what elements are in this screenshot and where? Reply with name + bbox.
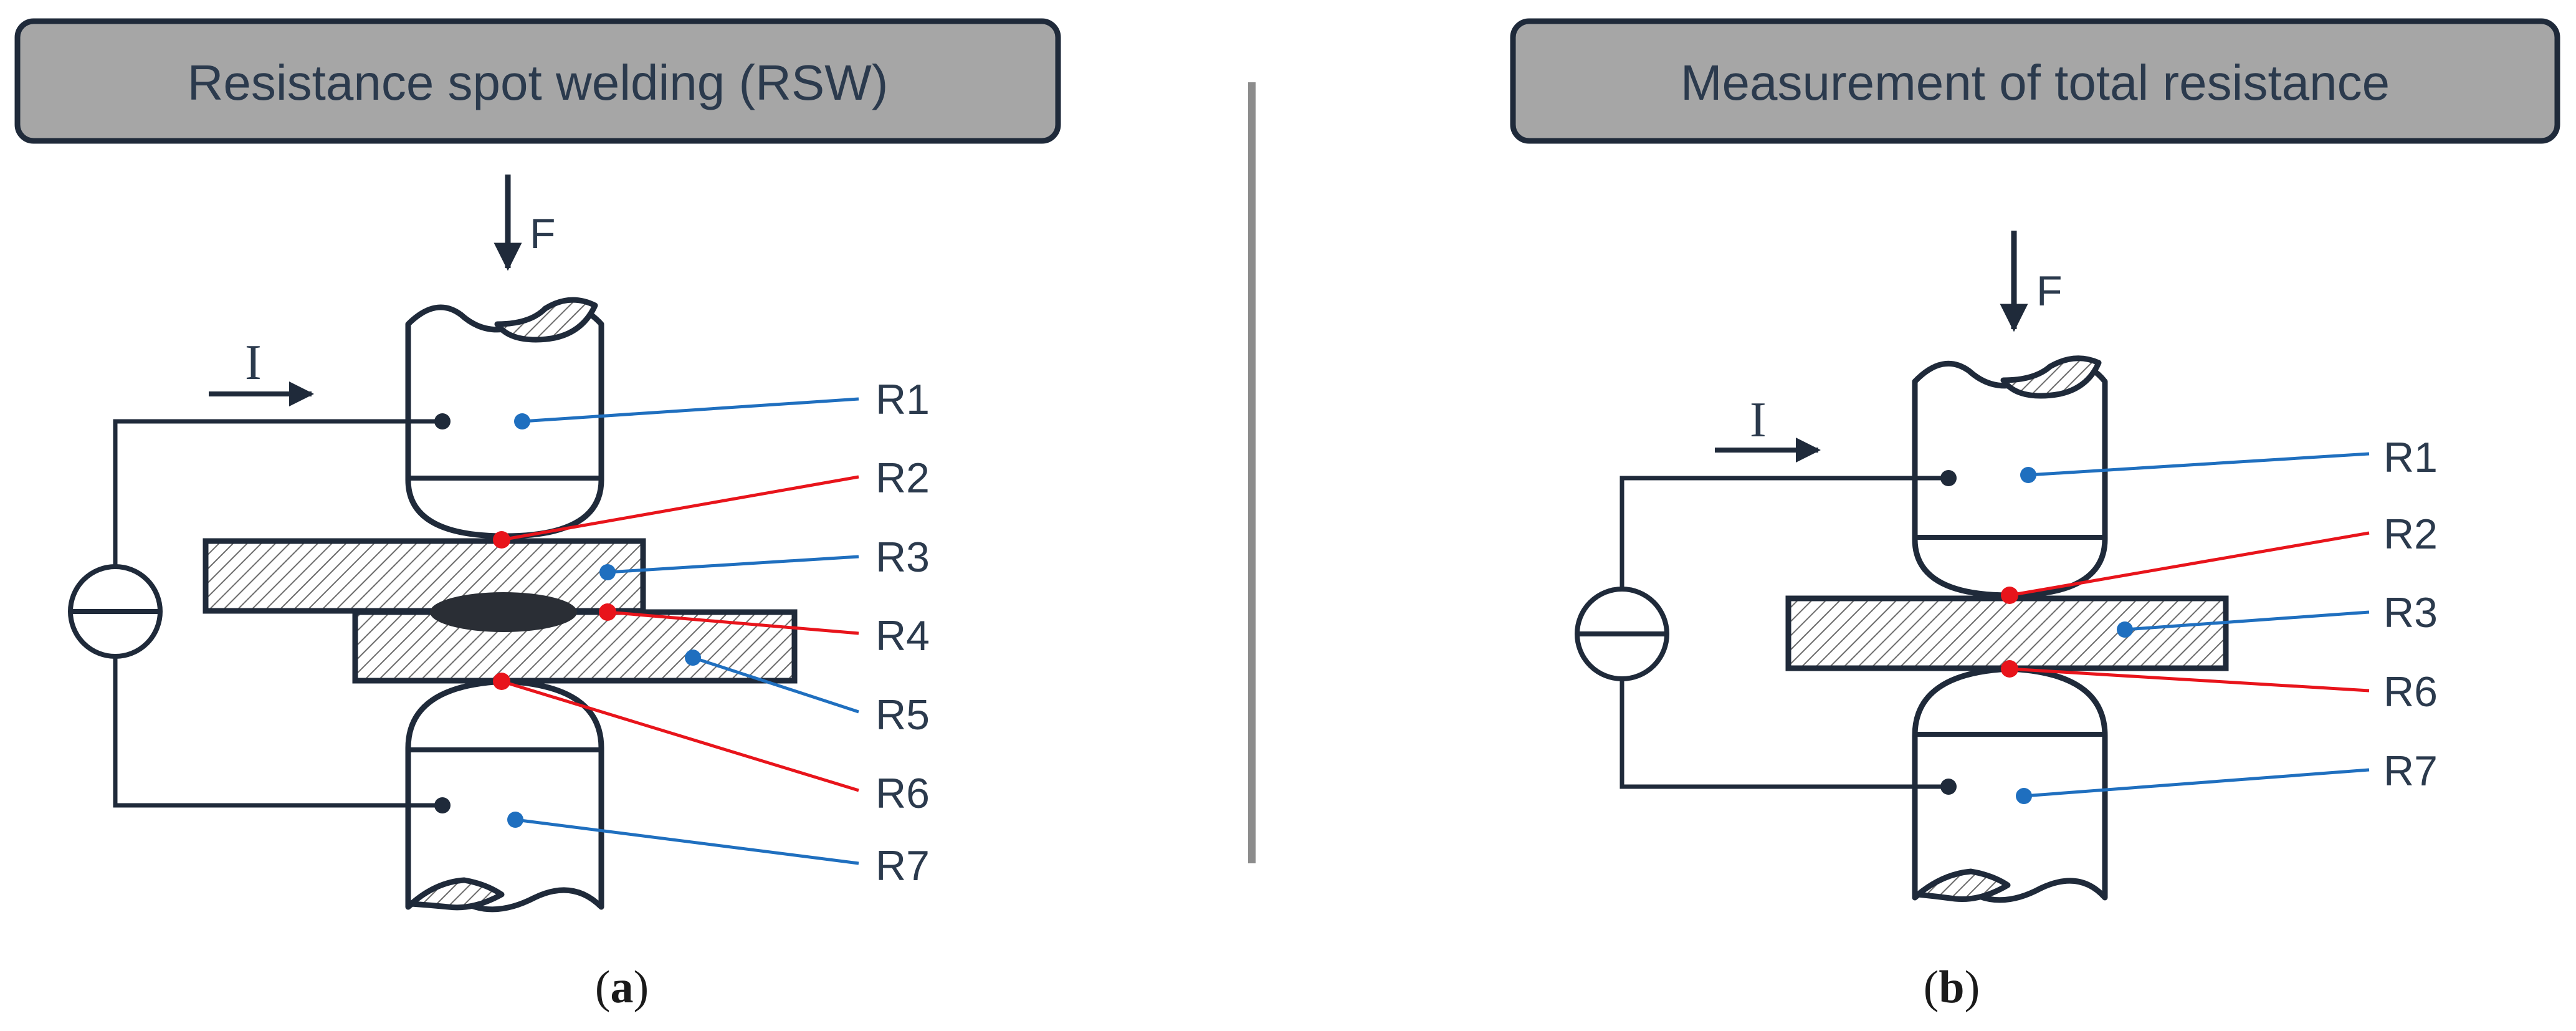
panel-b-wire-top (1620, 476, 1949, 597)
panel-b-dot-r6 (2001, 660, 2018, 678)
panel-b-lower-cut-hatch (1915, 868, 2011, 902)
panel-b-leader-r2 (2009, 531, 2370, 597)
panel-a-contact-bottom (434, 797, 451, 813)
panel-b: Measurement of total resistance F I (1510, 18, 2560, 1013)
panel-b-sheet (1785, 595, 2229, 671)
panel-a-dot-r4 (599, 603, 616, 621)
panel-a: Resistance spot welding (RSW) F I (14, 18, 1061, 1013)
panel-a-leader-r7 (515, 818, 859, 865)
panel-a-dot-r3 (599, 564, 616, 580)
panel-b-contact-bottom (1940, 779, 1957, 795)
panel-b-label-r1: R1 (2383, 434, 2438, 481)
panel-a-label-r1: R1 (875, 376, 930, 423)
panel-b-caption: (b) (1924, 962, 1980, 1013)
panel-b-lower-electrode (1912, 666, 2108, 903)
panel-b-dot-r7 (2016, 788, 2032, 804)
panel-a-upper-sheet (203, 538, 646, 614)
panel-b-leader-r1 (2028, 452, 2370, 477)
panel-a-wire-top (113, 419, 442, 575)
panel-b-contact-top (1940, 470, 1957, 486)
panel-b-leader-r7 (2023, 768, 2370, 798)
panel-a-label-r7: R7 (875, 842, 930, 890)
panel-a-header: Resistance spot welding (RSW) (14, 18, 1061, 144)
panel-b-label-r2: R2 (2383, 511, 2438, 558)
panel-b-force-label: F (2036, 267, 2063, 315)
panel-a-leader-r5 (692, 656, 859, 714)
panel-a-caption: (a) (595, 962, 649, 1013)
panel-a-title: Resistance spot welding (RSW) (188, 55, 889, 110)
panel-b-upper-cut-hatch (2000, 355, 2102, 399)
panel-b-leader-r6 (2009, 667, 2370, 693)
panel-a-lower-electrode (405, 678, 604, 913)
panel-a-contact-top (434, 413, 451, 429)
panel-b-dot-r1 (2020, 467, 2036, 483)
panel-a-weld-nugget (430, 592, 577, 632)
panel-a-wire-bottom (113, 648, 442, 808)
panel-b-wire-bottom (1620, 671, 1949, 789)
panel-a-upper-electrode (405, 297, 604, 539)
panel-b-label-r6: R6 (2383, 668, 2438, 716)
panel-b-label-r3: R3 (2383, 589, 2438, 636)
panel-a-leader-r1 (522, 397, 859, 423)
panel-a-header-box (14, 18, 1061, 144)
panel-b-header: Measurement of total resistance (1510, 18, 2560, 144)
panel-a-force-label: F (530, 210, 556, 257)
panel-b-label-r7: R7 (2383, 747, 2438, 795)
panel-b-title: Measurement of total resistance (1681, 55, 2390, 110)
panel-a-leader-r3 (607, 555, 859, 574)
panel-a-label-r2: R2 (875, 454, 930, 502)
panel-a-current-label: I (245, 335, 262, 390)
panel-b-leader-r3 (2124, 610, 2370, 631)
panel-a-upper-cut-hatch (494, 297, 598, 343)
panel-b-header-box (1510, 18, 2560, 144)
panel-a-dot-r5 (685, 650, 701, 666)
panel-b-dot-r3 (2117, 621, 2133, 638)
panel-b-current-label: I (1750, 393, 1767, 448)
panel-a-dot-r2 (493, 531, 510, 549)
panel-b-dot-r2 (2001, 587, 2018, 604)
panel-a-dot-r1 (514, 413, 530, 429)
panel-a-leader-r2 (501, 475, 859, 542)
panel-a-dot-r7 (507, 812, 523, 828)
panel-a-lower-cut-hatch (408, 877, 505, 911)
panel-a-dot-r6 (493, 673, 510, 690)
panel-a-label-r3: R3 (875, 534, 930, 581)
panel-a-leader-r4 (607, 610, 859, 635)
panel-a-label-r6: R6 (875, 770, 930, 817)
panel-a-label-r4: R4 (875, 612, 930, 659)
panel-b-upper-electrode (1912, 355, 2108, 598)
panel-a-label-r5: R5 (875, 691, 930, 739)
panel-a-leader-r6 (501, 679, 859, 792)
